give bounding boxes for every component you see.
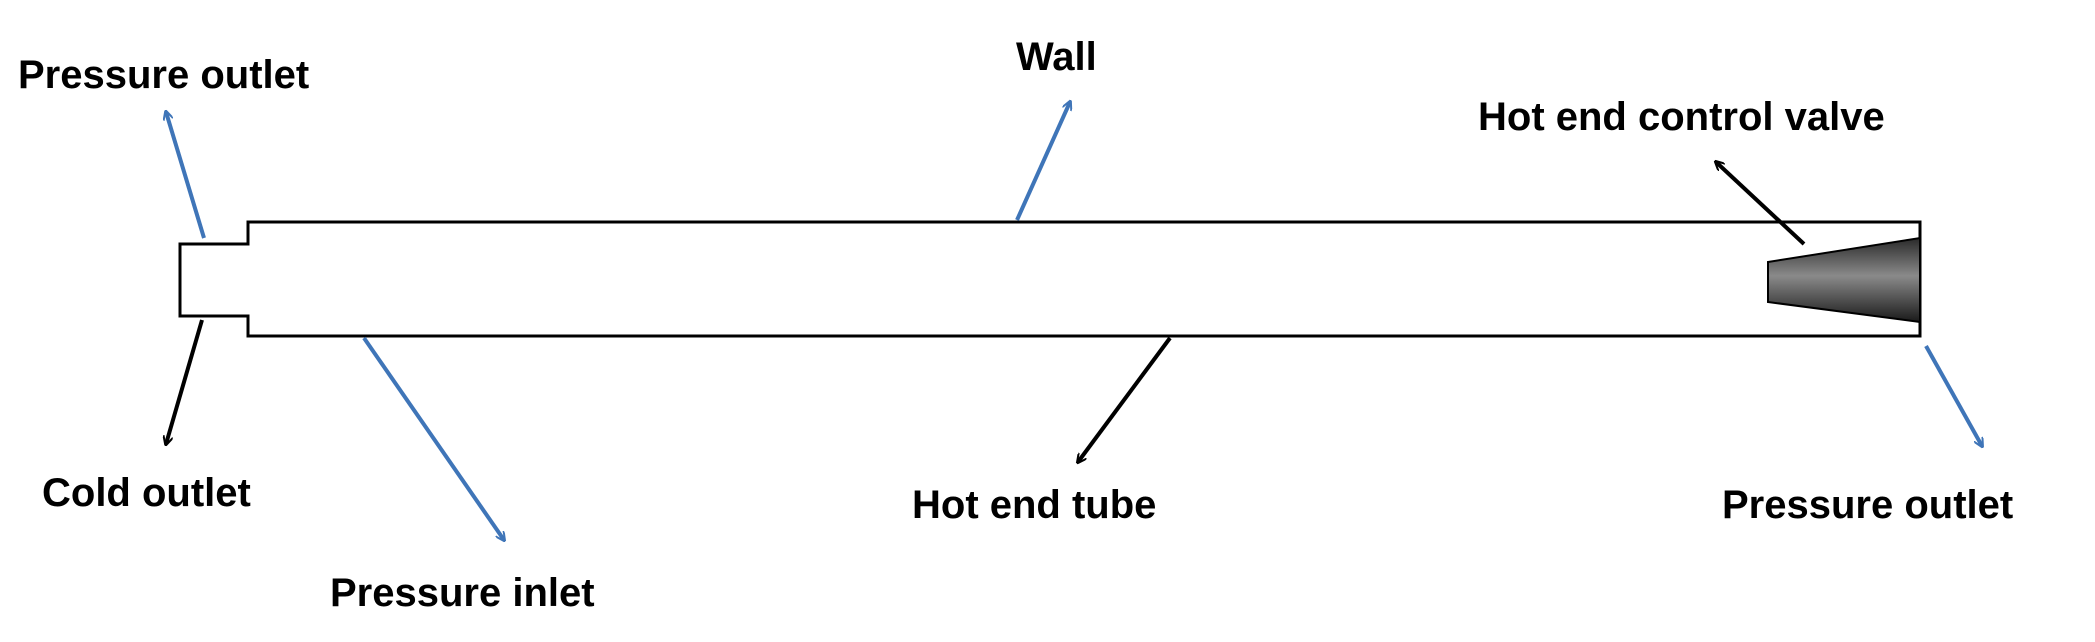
hot-end-control-valve-shape	[1767, 236, 1921, 324]
pressure-outlet-left-label: Pressure outlet	[18, 53, 309, 97]
hot-end-tube-label: Hot end tube	[912, 483, 1156, 527]
cold-outlet-label: Cold outlet	[42, 471, 251, 515]
wall-label: Wall	[1016, 35, 1097, 79]
pressure-outlet-right-label: Pressure outlet	[1722, 483, 2013, 527]
pressure-inlet-label: Pressure inlet	[330, 571, 595, 615]
hot-end-control-valve-label: Hot end control valve	[1478, 95, 1885, 139]
pressure-inlet-arrow	[362, 336, 504, 540]
pressure-outlet-right-arrow	[1924, 345, 1982, 446]
wall-arrow	[1015, 102, 1070, 221]
cold-outlet-arrow	[166, 319, 204, 444]
pressure-outlet-left-arrow	[166, 112, 206, 239]
hot-end-tube-arrow	[1078, 336, 1172, 462]
vortex-tube-outline	[178, 220, 1922, 338]
hot-end-control-valve-arrow	[1716, 162, 1806, 246]
